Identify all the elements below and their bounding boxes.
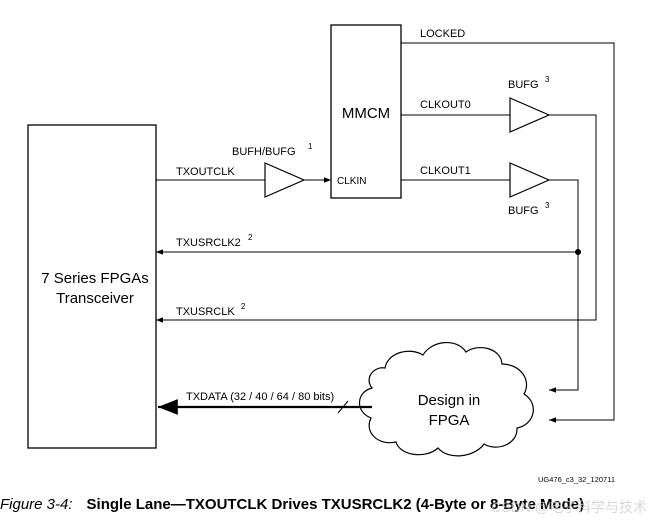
- watermark: CSDN @电子科学与技术: [491, 499, 647, 515]
- bufh-bufg-superscript: 1: [308, 142, 313, 151]
- cloud-label-line1: Design in: [418, 392, 481, 409]
- clkout1-bufg-output-wire: [549, 179, 579, 252]
- locked-label: LOCKED: [420, 28, 465, 40]
- clocking-diagram: 7 Series FPGAs Transceiver MMCM CLKIN TX…: [27, 24, 615, 484]
- cloud-label-line2: FPGA: [429, 412, 470, 429]
- bufg-bottom-buffer: [509, 162, 551, 198]
- transceiver-label-line1: 7 Series FPGAs: [41, 270, 149, 287]
- txusrclk-wire: [156, 114, 597, 323]
- txdata-label: TXDATA (32 / 40 / 64 / 80 bits): [186, 391, 334, 403]
- transceiver-label-line2: Transceiver: [56, 290, 134, 307]
- figure-id: UG476_c3_32_120711: [538, 475, 615, 484]
- clkin-label: CLKIN: [337, 176, 366, 187]
- mmcm-label: MMCM: [342, 105, 390, 122]
- mmcm-block: [330, 24, 402, 199]
- caption-number: Figure 3-4:: [0, 496, 73, 513]
- caption-title: Single Lane—TXOUTCLK Drives TXUSRCLK2 (4…: [86, 496, 585, 513]
- bufg-top-label: BUFG: [508, 79, 539, 91]
- txusrclk2-label: TXUSRCLK2: [176, 237, 241, 249]
- locked-wire: [401, 42, 615, 423]
- txoutclk-label: TXOUTCLK: [176, 166, 235, 178]
- bufg-top-buffer: [509, 97, 551, 133]
- txusrclk-label: TXUSRCLK: [176, 306, 235, 318]
- bufg-bottom-label: BUFG: [508, 205, 539, 217]
- bufg-bottom-superscript: 3: [545, 201, 550, 210]
- txusrclk2-to-fabric-wire: [549, 252, 579, 393]
- txdata-bus-slash: [337, 400, 349, 414]
- bufg-top-superscript: 3: [545, 75, 550, 84]
- transceiver-block: [27, 124, 157, 449]
- bufh-bufg-label: BUFH/BUFG: [232, 146, 296, 158]
- clkout1-label: CLKOUT1: [420, 165, 471, 177]
- bufh-bufg-buffer: [264, 162, 306, 198]
- txusrclk2-superscript: 2: [248, 233, 253, 242]
- txusrclk-superscript: 2: [241, 302, 246, 311]
- clkout0-label: CLKOUT0: [420, 99, 471, 111]
- design-in-fpga-cloud: [358, 342, 534, 457]
- figure-caption: Figure 3-4: Single Lane—TXOUTCLK Drives T…: [0, 496, 665, 513]
